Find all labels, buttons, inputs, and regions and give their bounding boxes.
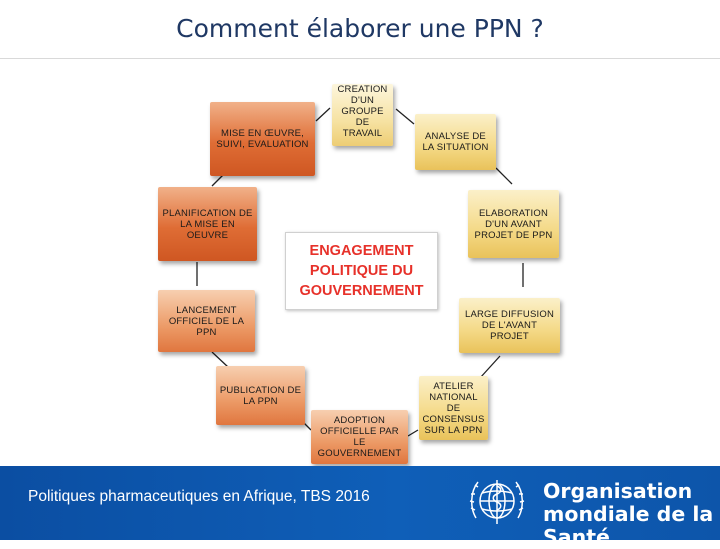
- title-divider: [0, 58, 720, 59]
- connector-diffusion-atelier: [479, 355, 501, 379]
- center-line: GOUVERNEMENT: [299, 283, 424, 299]
- step-label: LANCEMENT OFFICIEL DE LA PPN: [168, 304, 245, 338]
- step-adoption-officielle: ADOPTION OFFICIELLE PAR LE GOUVERNEMENT: [311, 410, 408, 464]
- step-elaboration-avant-projet: ELABORATION D'UN AVANT PROJET DE PPN: [468, 190, 559, 258]
- footer-caption: Politiques pharmaceutiques en Afrique, T…: [28, 488, 370, 505]
- center-line: ENGAGEMENT: [309, 243, 414, 259]
- who-org-name: Organisation mondiale de la Santé: [543, 480, 720, 549]
- page-title: Comment élaborer une PPN ?: [176, 14, 544, 43]
- center-line: POLITIQUE DU: [309, 263, 414, 279]
- step-label: LARGE DIFFUSION DE L'AVANT PROJET: [464, 309, 555, 342]
- step-planification: PLANIFICATION DE LA MISE EN OEUVRE: [158, 187, 257, 261]
- step-mise-en-oeuvre: MISE EN ŒUVRE, SUIVI, EVALUATION: [210, 102, 315, 176]
- step-label: ELABORATION D'UN AVANT PROJET DE PPN: [474, 207, 553, 241]
- footer-bar: [0, 466, 720, 540]
- who-org-line: Organisation: [543, 479, 693, 503]
- step-label: PLANIFICATION DE LA MISE EN OEUVRE: [162, 207, 253, 241]
- connector-mise-creation: [315, 107, 331, 122]
- step-analyse-situation: ANALYSE DE LA SITUATION: [415, 114, 496, 170]
- step-large-diffusion: LARGE DIFFUSION DE L'AVANT PROJET: [459, 298, 560, 353]
- step-label: ATELIER NATIONAL DE CONSENSUS SUR LA PPN: [422, 380, 485, 436]
- who-org-line: mondiale de la Santé: [543, 502, 714, 549]
- center-engagement-box: ENGAGEMENT POLITIQUE DU GOUVERNEMENT: [285, 232, 438, 310]
- connector-creation-analyse: [395, 108, 415, 125]
- step-creation-groupe-travail: CREATION D'UN GROUPE DE TRAVAIL: [332, 84, 393, 146]
- step-publication: PUBLICATION DE LA PPN: [216, 366, 305, 425]
- step-atelier-consensus: ATELIER NATIONAL DE CONSENSUS SUR LA PPN: [419, 376, 488, 440]
- step-label: CREATION D'UN GROUPE DE TRAVAIL: [337, 84, 388, 139]
- step-label: ANALYSE DE LA SITUATION: [422, 131, 489, 153]
- step-label: PUBLICATION DE LA PPN: [219, 384, 302, 407]
- connector-analyse-elaboration: [495, 167, 513, 185]
- connector-atelier-adoption: [407, 429, 419, 437]
- step-lancement-officiel: LANCEMENT OFFICIEL DE LA PPN: [158, 290, 255, 352]
- connector-publication-lancement: [211, 351, 229, 368]
- step-label: ADOPTION OFFICIELLE PAR LE GOUVERNEMENT: [317, 415, 402, 459]
- who-emblem-icon: [469, 480, 525, 524]
- step-label: MISE EN ŒUVRE, SUIVI, EVALUATION: [216, 128, 309, 150]
